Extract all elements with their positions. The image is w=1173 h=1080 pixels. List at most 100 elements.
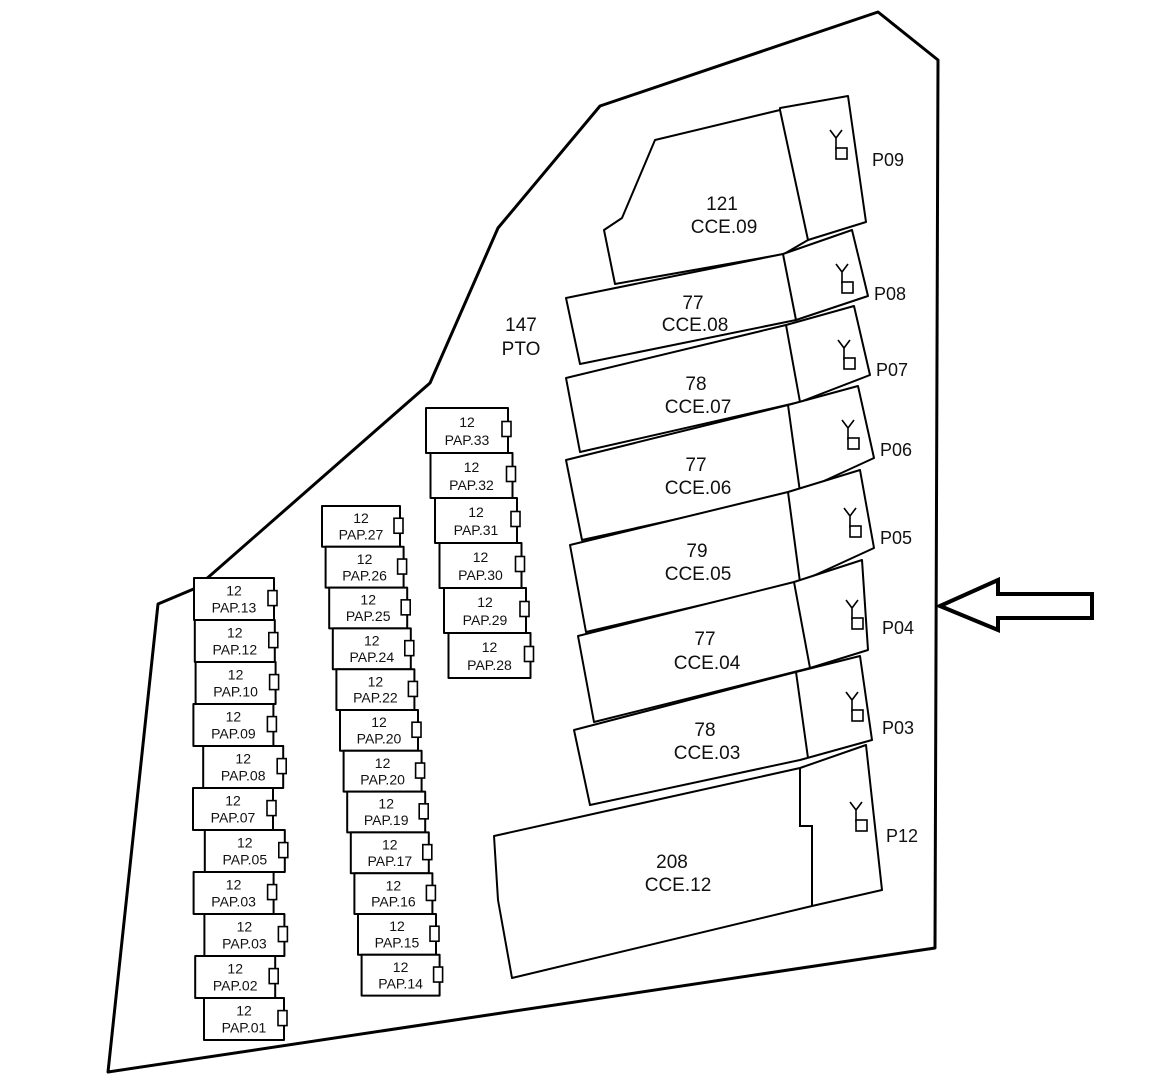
cce-unit[interactable]: 78 CCE.03 bbox=[573, 655, 873, 806]
cce-divider bbox=[799, 768, 813, 906]
pap-unit-code: PAP.24 bbox=[349, 649, 394, 665]
antenna-pole-icon bbox=[845, 691, 864, 722]
cce-unit[interactable]: 77 CCE.06 bbox=[565, 385, 875, 541]
pap-unit-area: 12 bbox=[357, 551, 373, 567]
pap-unit-code: PAP.03 bbox=[222, 935, 267, 951]
cce-unit[interactable]: 77 CCE.04 bbox=[577, 559, 869, 723]
pap-unit-area: 12 bbox=[353, 510, 369, 526]
meter-box-icon bbox=[519, 600, 530, 618]
cce-unit[interactable]: 77 CCE.08 bbox=[565, 229, 869, 365]
pap-unit-outline bbox=[193, 577, 275, 621]
pap-unit-outline bbox=[434, 497, 518, 544]
meter-box-icon bbox=[407, 680, 419, 698]
pap-unit-area: 12 bbox=[226, 877, 242, 893]
cce-unit-code: CCE.08 bbox=[662, 315, 729, 336]
cce-unit-area: 77 bbox=[694, 629, 715, 650]
pap-unit-code: PAP.16 bbox=[371, 894, 416, 910]
cce-unit-code: CCE.06 bbox=[665, 478, 732, 499]
cce-unit-code: CCE.03 bbox=[674, 743, 741, 764]
cce-unit[interactable]: 208 CCE.12 bbox=[493, 744, 883, 979]
pap-unit-area: 12 bbox=[227, 625, 243, 641]
pap-unit-code: PAP.33 bbox=[445, 432, 490, 448]
pap-unit-code: PAP.10 bbox=[213, 683, 258, 699]
pap-unit-outline bbox=[360, 953, 441, 997]
pap-unit-area: 12 bbox=[371, 714, 387, 730]
antenna-pole-icon bbox=[849, 801, 868, 832]
meter-box-icon bbox=[514, 555, 526, 573]
pap-unit-code: PAP.30 bbox=[458, 567, 503, 583]
cce-unit-code: CCE.12 bbox=[645, 875, 712, 896]
pap-unit-area: 12 bbox=[225, 793, 241, 809]
meter-box-icon bbox=[393, 517, 404, 535]
antenna-pole-icon bbox=[837, 339, 856, 370]
cce-unit[interactable]: 79 CCE.05 bbox=[569, 469, 875, 633]
pole-label: P06 bbox=[880, 440, 912, 460]
pap-unit-code: PAP.02 bbox=[213, 977, 258, 993]
pap-unit-area: 12 bbox=[237, 919, 253, 935]
pole-label: P05 bbox=[880, 528, 912, 548]
cce-unit-code: CCE.04 bbox=[674, 653, 741, 674]
pap-unit-outline bbox=[194, 661, 277, 705]
cce-unit[interactable]: 78 CCE.07 bbox=[565, 305, 871, 453]
meter-box-icon bbox=[277, 925, 289, 943]
meter-box-icon bbox=[277, 841, 289, 859]
pap-unit-code: PAP.09 bbox=[211, 725, 256, 741]
meter-box-icon bbox=[266, 799, 277, 817]
cce-unit-area: 77 bbox=[682, 293, 703, 314]
cce-unit-outline bbox=[493, 744, 883, 979]
meter-box-icon bbox=[277, 1009, 288, 1027]
cce-divider bbox=[787, 404, 801, 493]
cce-unit[interactable]: 121 CCE.09 bbox=[603, 95, 867, 285]
pap-unit-area: 12 bbox=[235, 751, 251, 767]
pap-unit-outline bbox=[447, 632, 532, 679]
pap-unit-area: 12 bbox=[464, 459, 480, 475]
meter-box-icon bbox=[414, 762, 426, 779]
meter-box-icon bbox=[501, 420, 512, 438]
pap-unit-area: 12 bbox=[378, 796, 394, 812]
pap-unit-area: 12 bbox=[473, 549, 489, 565]
cce-unit-code: CCE.07 bbox=[665, 397, 732, 418]
pap-unit-outline bbox=[335, 668, 416, 712]
pap-unit-code: PAP.17 bbox=[367, 853, 412, 869]
cce-divider bbox=[779, 109, 809, 241]
pap-unit-area: 12 bbox=[389, 918, 405, 934]
meter-box-icon bbox=[268, 673, 280, 691]
meter-box-icon bbox=[267, 631, 279, 649]
antenna-pole-icon bbox=[845, 599, 864, 630]
pap-unit-area: 12 bbox=[237, 835, 253, 851]
cce-unit-area: 78 bbox=[685, 374, 706, 395]
pole-label: P07 bbox=[876, 360, 908, 380]
site-boundary bbox=[106, 10, 940, 1074]
pap-unit-code: PAP.05 bbox=[222, 851, 267, 867]
cce-unit-outline bbox=[603, 95, 867, 285]
